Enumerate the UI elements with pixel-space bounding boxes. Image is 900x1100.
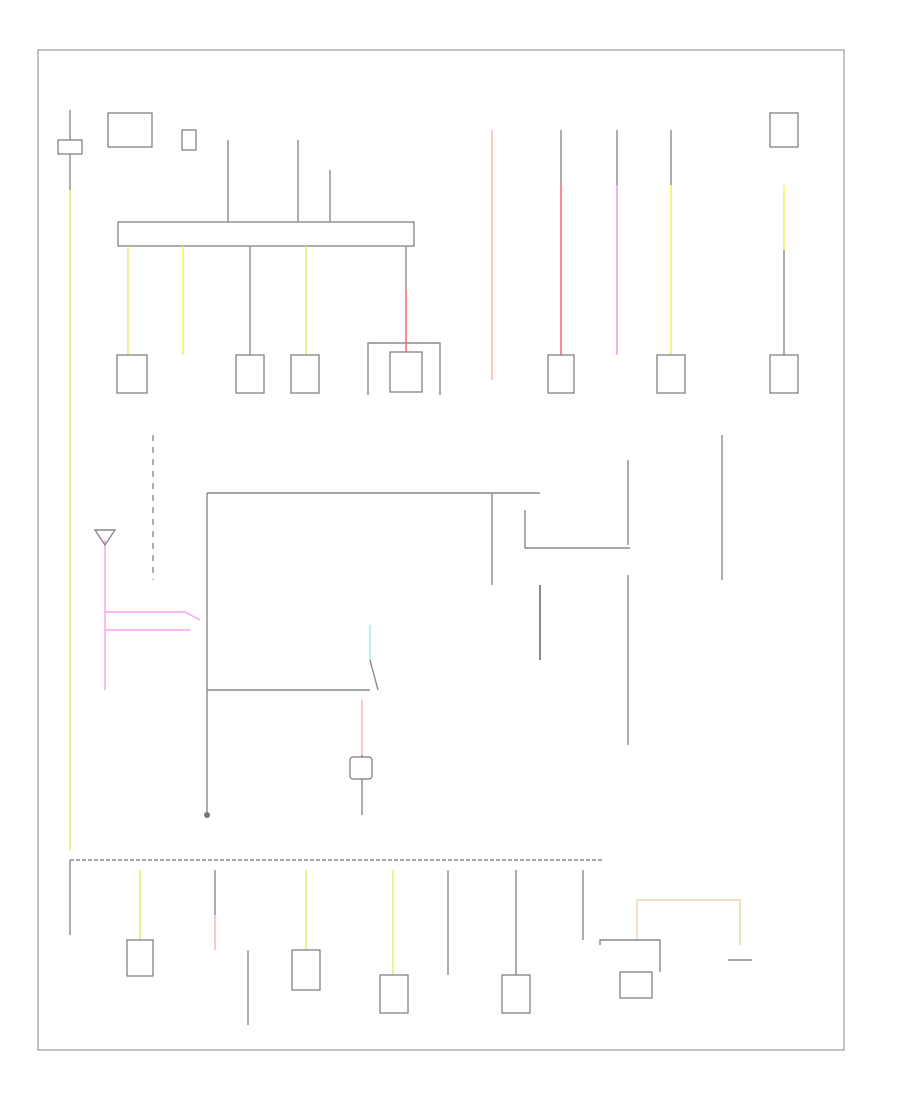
relay-box-right xyxy=(769,112,799,148)
motor-component xyxy=(349,756,373,780)
load-box-2 xyxy=(235,354,265,394)
load-box-3 xyxy=(290,354,320,394)
bottom-load-4 xyxy=(501,974,531,1014)
load-box-7 xyxy=(769,354,799,394)
cyan-to-pink xyxy=(369,659,379,691)
pink-branch-wire xyxy=(104,540,201,690)
load-box-6 xyxy=(656,354,686,394)
ground-bracket xyxy=(599,939,661,972)
relay-box-1 xyxy=(107,112,153,148)
bottom-load-1 xyxy=(126,939,154,977)
pink-branch-cap xyxy=(93,529,117,547)
bottom-load-5 xyxy=(619,971,653,999)
fuse-node-bottom xyxy=(204,812,210,818)
load-box-1 xyxy=(116,354,148,394)
load-box-4-bracket xyxy=(367,342,441,395)
load-box-5 xyxy=(547,354,575,394)
junction-bus-left xyxy=(117,221,415,247)
bottom-load-2 xyxy=(291,949,321,991)
diagram-frame xyxy=(37,49,845,1051)
right-mid-bracket xyxy=(524,510,630,549)
relay-box-2 xyxy=(181,129,197,151)
main-fuse-block xyxy=(57,139,83,155)
bottom-load-3 xyxy=(379,974,409,1014)
tan-wire-loop xyxy=(636,899,741,945)
load-box-4 xyxy=(389,351,423,393)
